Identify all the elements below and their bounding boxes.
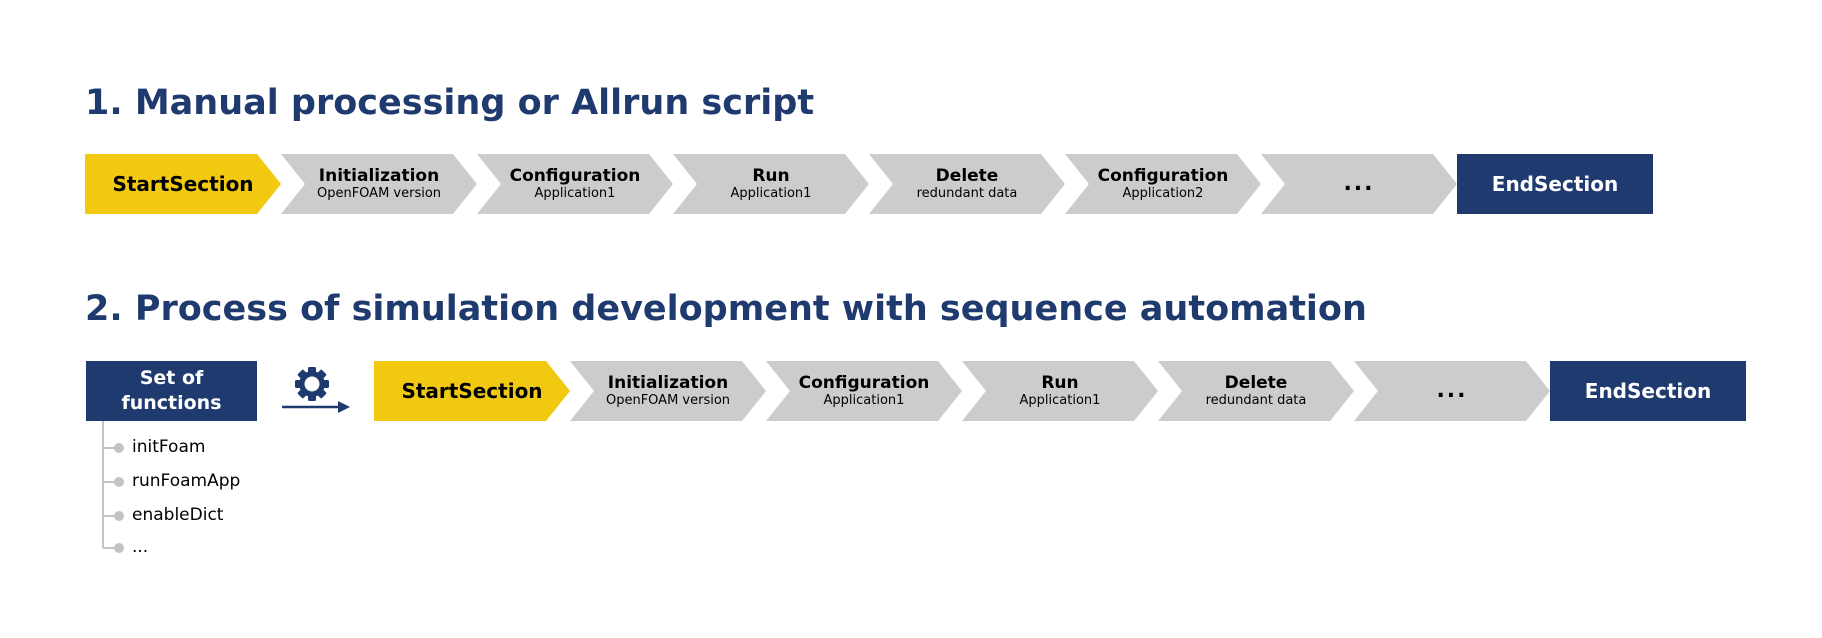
end-section-step: EndSection [1550, 361, 1746, 421]
function-name: initFoam [132, 437, 206, 457]
step-subtitle: redundant data [1205, 393, 1307, 408]
step-title: EndSection [1584, 379, 1712, 403]
tree-branch [103, 547, 115, 549]
step-subtitle: redundant data [916, 186, 1018, 201]
tree-branch [103, 481, 115, 483]
arrow-right-icon [282, 401, 350, 413]
step-title: Configuration [798, 373, 930, 393]
step-title: Delete [1224, 373, 1288, 393]
step-title: StartSection [112, 172, 254, 196]
bullet-dot [114, 511, 124, 521]
function-set-title-line1: Set of [139, 367, 204, 389]
step-title: Run [752, 166, 790, 186]
step-title: Configuration [509, 166, 641, 186]
ellipsis-step: ... [1354, 361, 1550, 421]
step-subtitle: Application1 [730, 186, 812, 201]
step-title: Delete [935, 166, 999, 186]
start-section-step: StartSection [374, 361, 570, 421]
function-set-box: Set of functions [86, 361, 257, 421]
bullet-dot [114, 477, 124, 487]
function-name: enableDict [132, 505, 224, 525]
step-title: ... [1343, 171, 1375, 196]
step-title: Run [1041, 373, 1079, 393]
bullet-dot [114, 543, 124, 553]
function-name: runFoamApp [132, 471, 241, 491]
function-set-title-line2: functions [121, 392, 222, 414]
step-title: EndSection [1491, 172, 1619, 196]
function-name: ... [132, 537, 149, 557]
tree-branch [103, 515, 115, 517]
gear-icon [295, 367, 329, 401]
step-subtitle: OpenFOAM version [316, 186, 442, 201]
step-subtitle: Application1 [1019, 393, 1101, 408]
step-subtitle: Application2 [1122, 186, 1204, 201]
tree-line [102, 421, 104, 548]
section-2-heading: 2. Process of simulation development wit… [85, 289, 1367, 329]
step-title: ... [1436, 378, 1468, 403]
end-section-step: EndSection [1457, 154, 1653, 214]
start-section-step: StartSection [85, 154, 281, 214]
ellipsis-step: ... [1261, 154, 1457, 214]
step-subtitle: Application1 [823, 393, 905, 408]
step-subtitle: Application1 [534, 186, 616, 201]
tree-branch [103, 447, 115, 449]
step-title: Initialization [607, 373, 729, 393]
step-title: Configuration [1097, 166, 1229, 186]
bullet-dot [114, 443, 124, 453]
step-title: StartSection [401, 379, 543, 403]
step-title: Initialization [318, 166, 440, 186]
section-1-heading: 1. Manual processing or Allrun script [85, 83, 815, 123]
step-subtitle: OpenFOAM version [605, 393, 731, 408]
